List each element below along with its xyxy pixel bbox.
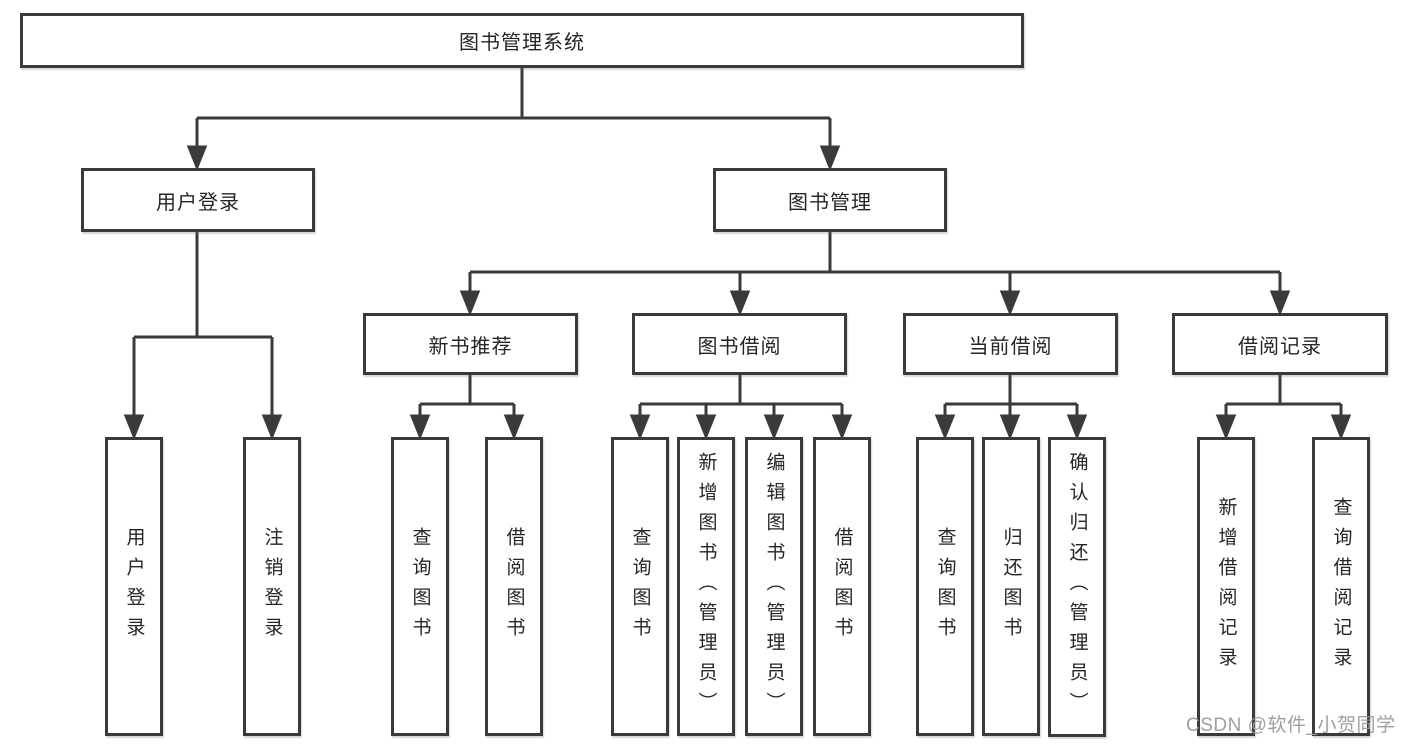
connector-book-management-children: [459, 232, 1291, 317]
connector-current-borrow-children: [934, 375, 1088, 441]
node-root-label: 图书管理系统: [459, 32, 585, 54]
node-new-book-recommend: 新书推荐: [363, 313, 578, 375]
leaf-records-query-record-label: 查询借阅记录: [1330, 496, 1352, 677]
node-current-borrow-label: 当前借阅: [968, 335, 1053, 358]
node-borrow-records-label: 借阅记录: [1238, 335, 1322, 358]
node-user-login-label: 用户登录: [156, 191, 240, 214]
leaf-borrow-add-books-admin-label: 新增图书（管理员）: [695, 451, 717, 722]
node-current-borrow: 当前借阅: [903, 313, 1118, 375]
leaf-borrow-edit-books-admin: 编辑图书（管理员）: [745, 437, 803, 736]
leaf-borrow-query-books-label: 查询图书: [629, 526, 651, 647]
node-book-management-label: 图书管理: [788, 191, 872, 214]
watermark: CSDN @软件_小贺同学: [1186, 715, 1396, 736]
connector-borrow-records-children: [1215, 375, 1352, 441]
leaf-borrow-query-books: 查询图书: [611, 437, 669, 736]
node-borrow-records: 借阅记录: [1172, 313, 1388, 375]
connector-user-login-children: [123, 232, 283, 441]
leaf-borrow-borrow-books: 借阅图书: [813, 437, 871, 736]
leaf-borrow-add-books-admin: 新增图书（管理员）: [677, 437, 735, 736]
node-book-management: 图书管理: [713, 168, 947, 232]
leaf-borrow-edit-books-admin-label: 编辑图书（管理员）: [763, 451, 785, 722]
leaf-recommend-borrow-books-label: 借阅图书: [503, 526, 525, 647]
leaf-records-add-record: 新增借阅记录: [1197, 437, 1255, 736]
node-new-book-recommend-label: 新书推荐: [428, 335, 513, 358]
connector-new-book-recommend-children: [409, 375, 525, 441]
leaf-current-return-books-label: 归还图书: [1000, 526, 1022, 647]
leaf-borrow-borrow-books-label: 借阅图书: [831, 526, 853, 647]
leaf-logout-label: 注销登录: [261, 526, 283, 647]
leaf-recommend-query-books-label: 查询图书: [409, 526, 431, 647]
node-book-borrow: 图书借阅: [632, 313, 847, 375]
leaf-logout: 注销登录: [243, 437, 301, 736]
node-root: 图书管理系统: [20, 13, 1024, 68]
node-user-login: 用户登录: [81, 168, 315, 232]
connector-book-borrow-children: [629, 375, 853, 441]
leaf-current-confirm-return-admin-label: 确认归还（管理员）: [1066, 452, 1088, 722]
connector-root-to-level2: [186, 67, 841, 172]
leaf-recommend-borrow-books: 借阅图书: [485, 437, 543, 736]
leaf-current-query-books: 查询图书: [916, 437, 974, 736]
leaf-recommend-query-books: 查询图书: [391, 437, 449, 736]
leaf-records-add-record-label: 新增借阅记录: [1215, 496, 1237, 677]
leaf-user-login: 用户登录: [105, 437, 163, 736]
leaf-records-query-record: 查询借阅记录: [1312, 437, 1370, 736]
leaf-current-return-books: 归还图书: [982, 437, 1040, 736]
leaf-current-confirm-return-admin: 确认归还（管理员）: [1048, 437, 1106, 737]
leaf-current-query-books-label: 查询图书: [934, 526, 956, 647]
node-book-borrow-label: 图书借阅: [697, 335, 782, 358]
leaf-user-login-label: 用户登录: [123, 526, 145, 647]
